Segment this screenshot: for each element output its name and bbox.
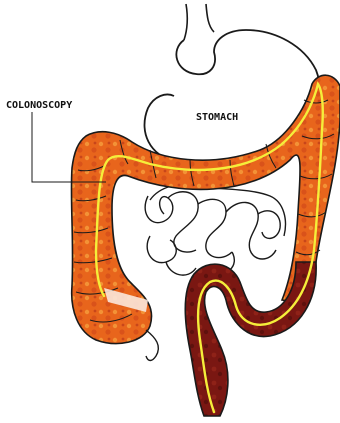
appendix [146, 330, 158, 361]
stomach-label: STOMACH [196, 112, 238, 123]
esophagus-right-wall [206, 4, 214, 32]
esophagus [184, 4, 187, 40]
colonoscopy-label: COLONOSCOPY [6, 100, 72, 111]
